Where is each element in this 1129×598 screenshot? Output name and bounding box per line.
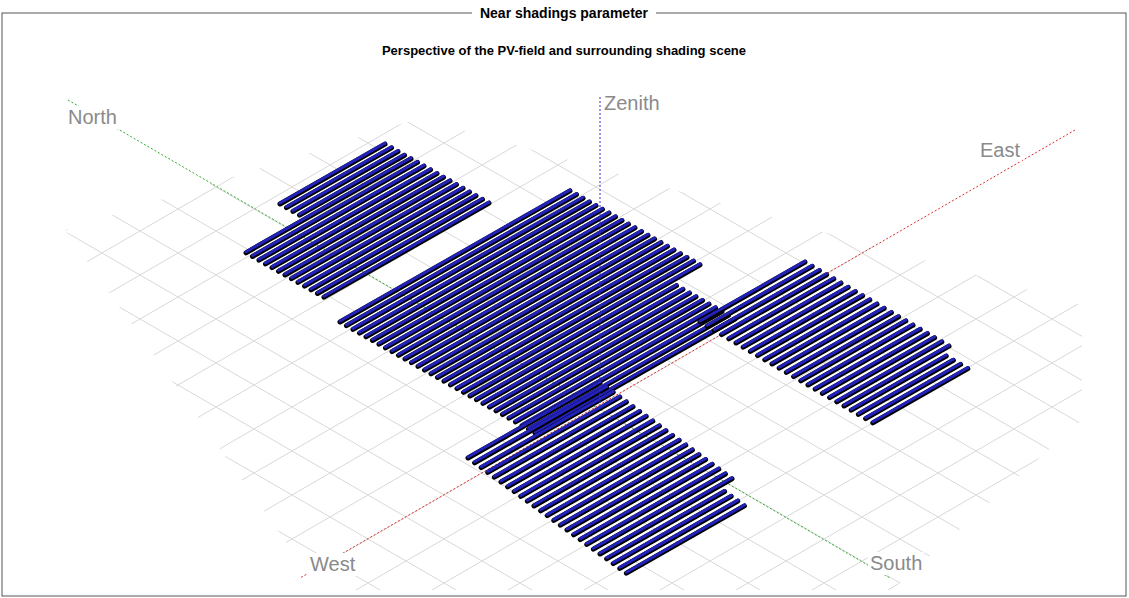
grid-line [0, 143, 1052, 598]
pv-row [620, 500, 738, 567]
grid-line [0, 55, 1129, 598]
pv-row-edge [516, 308, 716, 422]
pv-row-edge [272, 174, 437, 268]
axis-label: East [978, 139, 1022, 162]
grid-line [0, 0, 786, 517]
grid-line [140, 0, 1129, 598]
axis-label: North [66, 106, 119, 129]
pv-row-edge [873, 369, 968, 423]
frame [2, 13, 1126, 596]
pv-row [866, 363, 961, 417]
east-west-axis [300, 130, 1075, 578]
grid-line [0, 0, 900, 583]
grid-line [102, 0, 1129, 598]
pv-row-edge [292, 185, 457, 279]
grid-line [0, 165, 1014, 598]
grid-line [0, 0, 1014, 598]
pv-row [509, 303, 709, 417]
pv-row [873, 368, 968, 422]
north-south-axis [68, 100, 890, 578]
grid-line [0, 0, 748, 495]
grid-line [26, 0, 1129, 598]
grid-line [0, 187, 976, 598]
grid-line [0, 33, 1129, 598]
pv-row [844, 345, 949, 405]
grid-line [64, 99, 1129, 598]
grid-line [178, 165, 1129, 598]
pv-row [626, 505, 744, 572]
grid-line [64, 0, 1129, 598]
grid-line [0, 0, 1090, 598]
grid-line [330, 0, 1129, 561]
pv-row-edge [626, 506, 744, 573]
frame-title: Near shadings parameter [472, 5, 656, 21]
grid-line [292, 0, 1129, 583]
pv-row-edge [279, 177, 444, 271]
axis-label: West [308, 553, 357, 576]
grid-line [0, 99, 1128, 598]
axis-label: South [868, 552, 924, 575]
grid-line [216, 0, 1129, 598]
pv-row [516, 307, 716, 421]
grid-line [216, 187, 1129, 598]
axis-label: Zenith [602, 92, 662, 115]
grid-line [0, 33, 1129, 598]
grid-line [0, 0, 1052, 598]
grid-line [0, 11, 1129, 598]
grid-line [0, 77, 1129, 598]
grid-line [140, 143, 1129, 598]
grid-line [0, 121, 1090, 598]
subtitle: Perspective of the PV-field and surround… [379, 43, 749, 58]
pv-row [613, 495, 731, 562]
grid-line [0, 55, 1129, 598]
grid-line [0, 11, 1129, 598]
grid-line [178, 0, 1129, 598]
grid-line [0, 209, 938, 598]
pv-row-edge [285, 181, 450, 275]
pv-row-edge [866, 364, 961, 418]
pv-tables [246, 143, 968, 573]
grid-line [254, 209, 1129, 598]
grid-line [102, 121, 1129, 598]
grid-line [0, 0, 824, 539]
pv-row-edge [844, 346, 949, 406]
grid-line [26, 77, 1129, 598]
grid-line [0, 0, 862, 561]
grid-line [254, 0, 1129, 598]
grid-line [0, 0, 976, 598]
zenith-axis [600, 97, 601, 407]
pv-row-edge [620, 501, 738, 568]
pv-row [607, 491, 725, 558]
pv-row-edge [613, 496, 731, 563]
grid-line [0, 0, 938, 598]
